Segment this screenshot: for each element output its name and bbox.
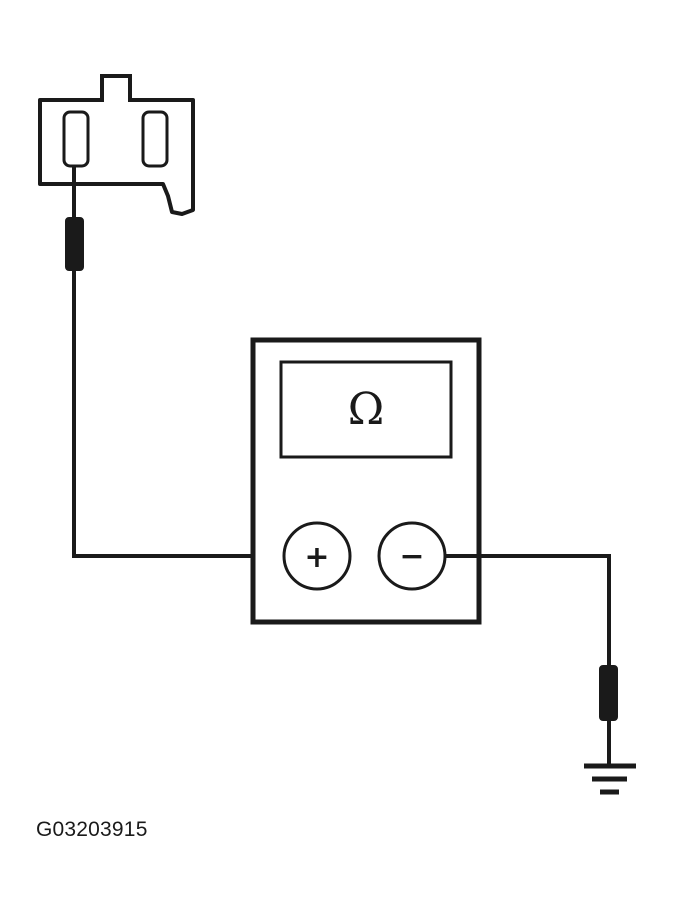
ground-symbol-icon [584,763,636,795]
connector-terminal-2 [141,110,169,168]
positive-lead [65,166,282,558]
connector-terminal-1 [62,110,90,168]
positive-terminal [282,521,352,591]
test-probe-icon [599,665,618,721]
ohm-symbol: Ω [348,384,384,435]
negative-terminal-label: − [399,539,424,574]
negative-lead [445,554,618,764]
test-probe-icon [65,217,84,271]
multimeter-icon: Ω + − [250,337,482,625]
positive-terminal-label: + [304,540,329,575]
figure-id-label: G03203915 [36,818,148,841]
meter-display [279,360,453,459]
connector-icon [38,74,195,216]
